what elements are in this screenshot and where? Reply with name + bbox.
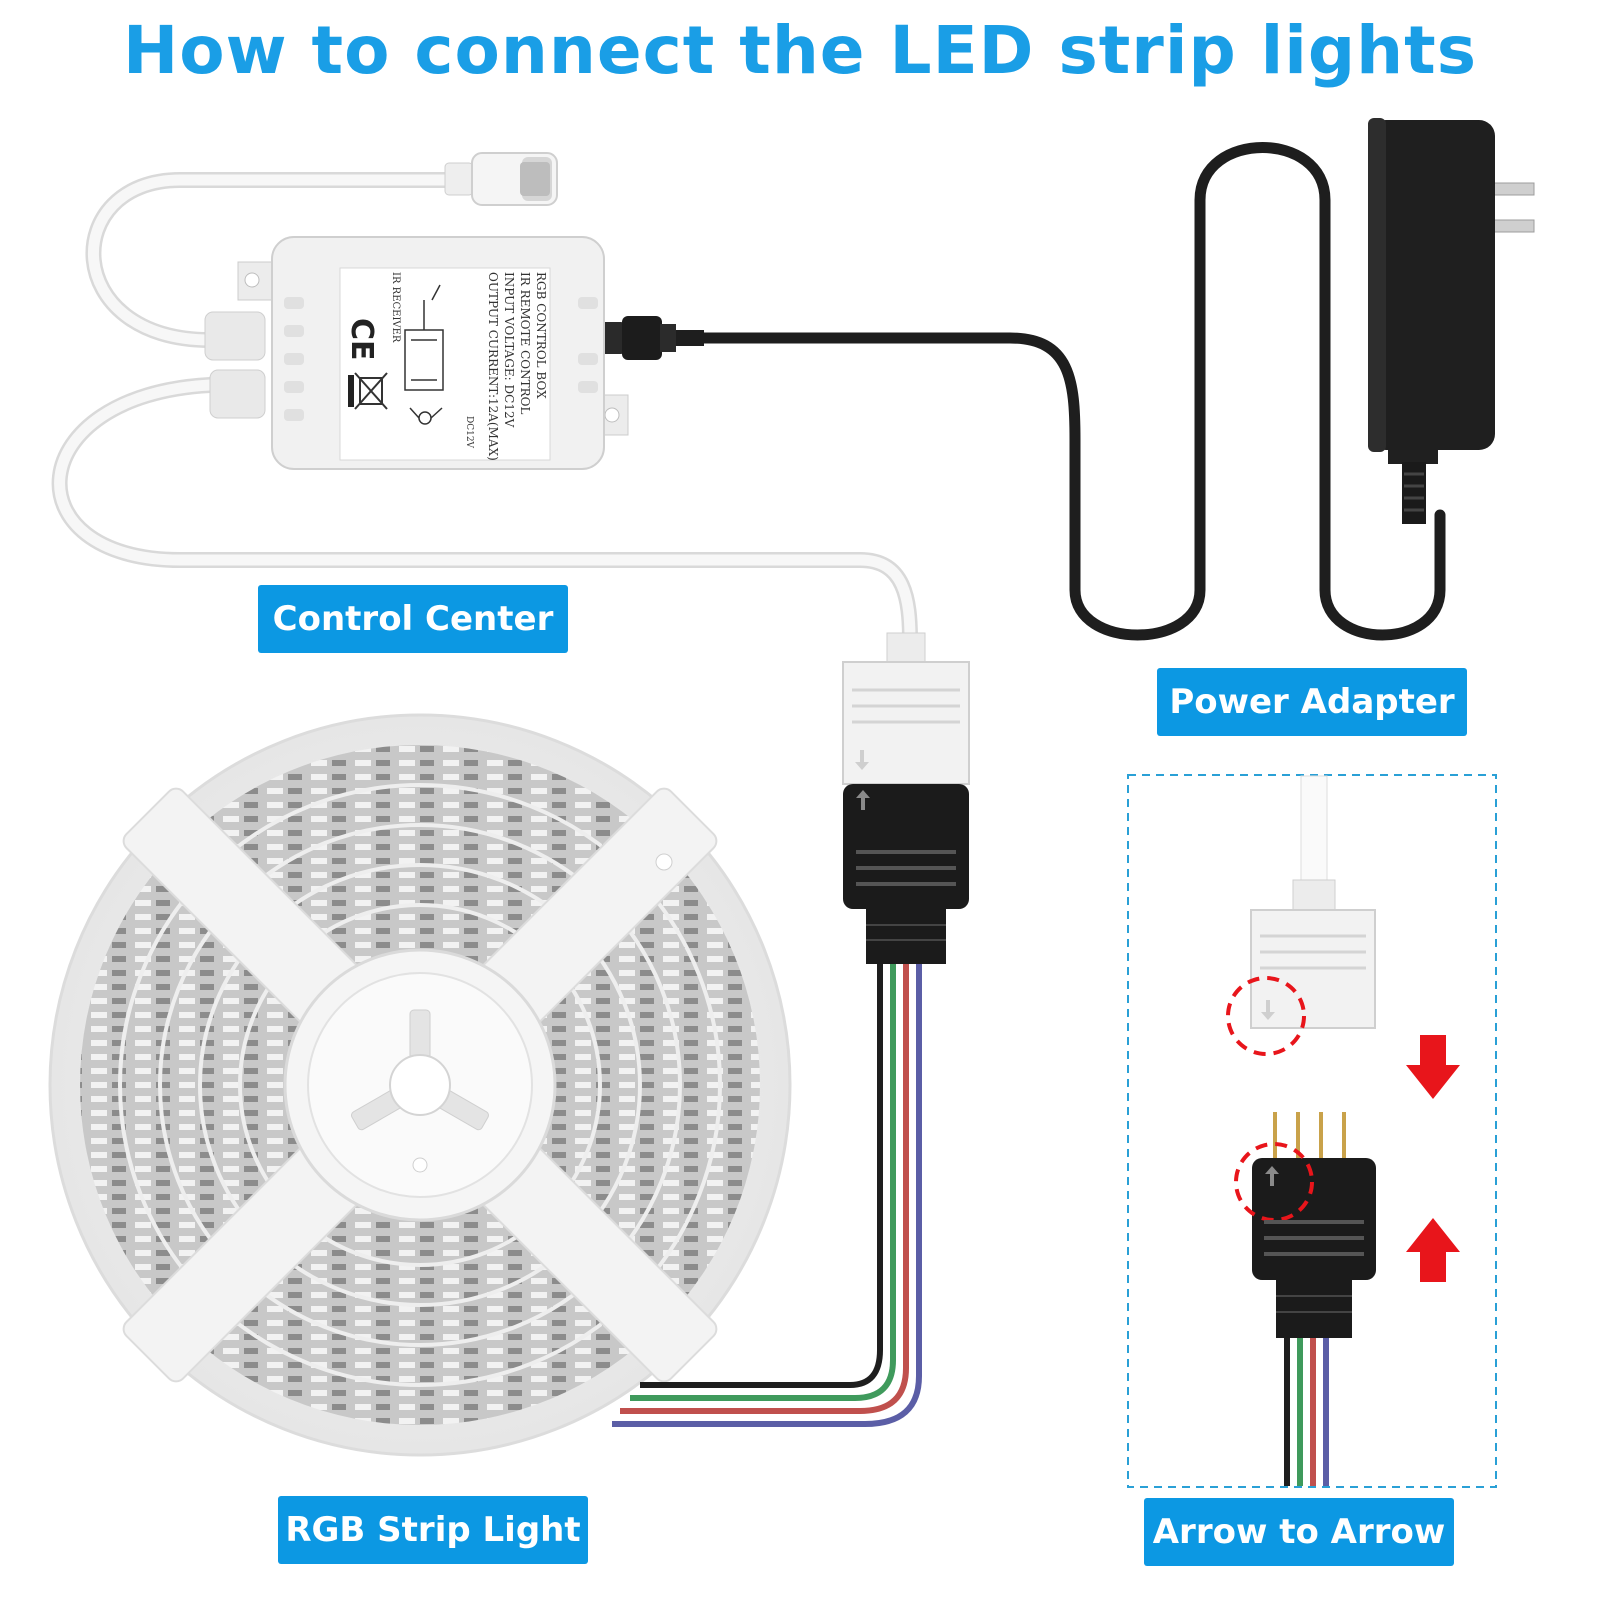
circuit-icon [404, 284, 444, 391]
up-arrow-icon [1406, 1218, 1460, 1282]
box-text-line3: INPUT VOLTAGE: DC12V [502, 272, 516, 428]
control-cables [51, 172, 918, 648]
rgb-wires-main [612, 960, 922, 1427]
label-power-adapter: Power Adapter [1157, 668, 1467, 736]
box-text-line1: RGB CONTROL BOX [534, 272, 548, 399]
female-arrow-highlight [1226, 976, 1306, 1056]
dc-plug [600, 316, 704, 360]
power-cable [694, 142, 1446, 641]
ce-mark: CE [344, 318, 379, 361]
arrow-detail-inset [1127, 774, 1497, 1488]
power-adapter [1368, 118, 1535, 524]
box-text-receiver: IR RECEIVER [390, 272, 401, 343]
box-text-dc: DC12V [464, 416, 474, 449]
label-arrow-to-arrow: Arrow to Arrow [1144, 1498, 1454, 1566]
rgb-strip-reel [48, 713, 792, 1457]
male-arrow-highlight [1234, 1142, 1314, 1222]
label-control-center: Control Center [258, 585, 568, 653]
label-rgb-strip-light: RGB Strip Light [278, 1496, 588, 1564]
ir-receiver-plug [444, 152, 558, 206]
weee-icon [354, 372, 388, 410]
control-box: RGB CONTROL BOX IR REMOTE CONTROL INPUT … [204, 236, 629, 470]
box-text-line4: OUTPUT CURRENT:12A(MAX) [486, 272, 500, 461]
weee-bar [348, 375, 354, 407]
down-arrow-icon [1406, 1035, 1460, 1099]
box-text-line2: IR REMOTE CONTROL [518, 272, 532, 414]
page-title: How to connect the LED strip lights [123, 12, 1477, 89]
main-connector [842, 632, 970, 964]
polarity-icon [409, 407, 443, 425]
